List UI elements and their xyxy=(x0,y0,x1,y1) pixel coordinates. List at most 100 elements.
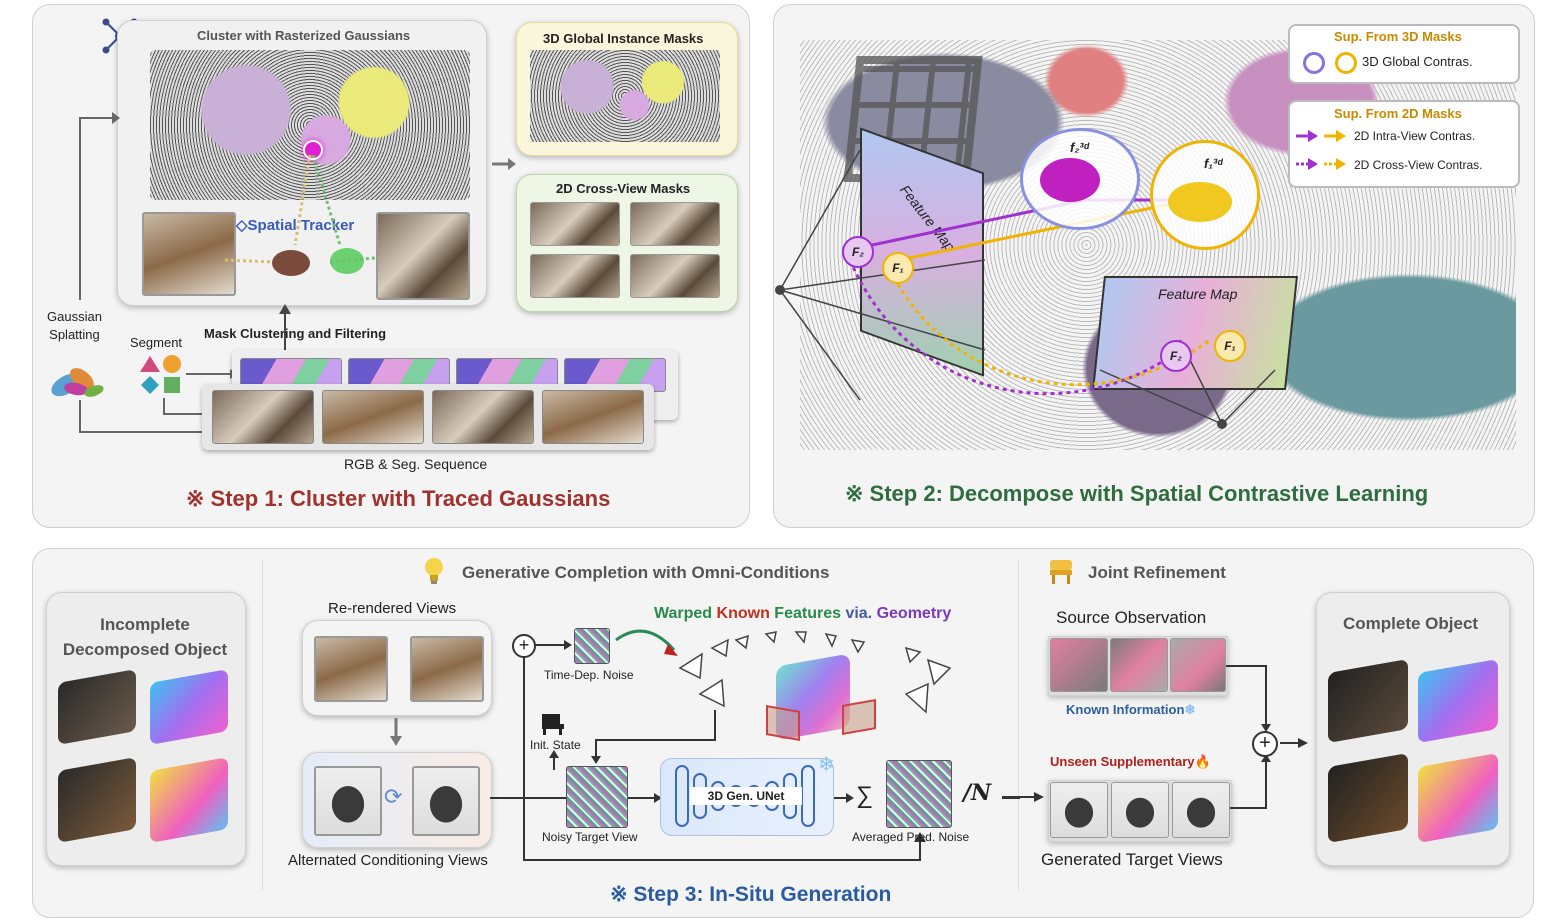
averaged-label: Averaged Pred. Noise xyxy=(852,830,970,844)
f2-3d-label: f₂³ᵈ xyxy=(1070,140,1090,155)
rgb-frame-2 xyxy=(322,390,424,444)
tracked-point xyxy=(303,140,323,160)
splatting-connector-lines xyxy=(79,112,206,433)
divider-left xyxy=(262,560,263,890)
cross-view-arrows-icon xyxy=(1296,158,1346,170)
joint-connectors xyxy=(1226,665,1308,809)
arrow-to-masks xyxy=(492,158,516,170)
cross-view-image-1 xyxy=(530,202,620,246)
alternated-label: Alternated Conditioning Views xyxy=(288,852,488,869)
complete-chair-normal-2 xyxy=(1418,752,1498,844)
warped-title: Warped Known Features via. Geometry xyxy=(654,605,951,623)
div-n: /N xyxy=(963,780,992,806)
F1-marker-right: F₁ xyxy=(1214,330,1246,362)
tracker-dotted-links xyxy=(225,154,376,264)
legend-3d-box xyxy=(1288,24,1520,84)
gaussian-splatting-label: Gaussian Splatting xyxy=(47,309,102,342)
incomplete-title: Incomplete Decomposed Object xyxy=(62,615,228,659)
divider-right xyxy=(1018,560,1019,890)
sum-symbol: ∑ xyxy=(856,782,874,809)
incomplete-chair-normal-2 xyxy=(150,757,228,843)
legend-3d-title: Sup. From 3D Masks xyxy=(1334,29,1462,44)
rgb-frame-3 xyxy=(432,390,534,444)
unet-label: 3D Gen. UNet xyxy=(690,787,802,805)
generated-view-2 xyxy=(1111,782,1169,838)
chair-icon xyxy=(1050,560,1072,584)
rasterized-gaussians-image xyxy=(150,50,470,200)
source-obs-label: Source Observation xyxy=(1056,608,1207,627)
known-info-text: Known Information xyxy=(1066,702,1185,717)
geometry-word: Geometry xyxy=(876,605,952,622)
time-dep-noise-image xyxy=(574,628,610,664)
generated-label: Generated Target Views xyxy=(1041,850,1223,869)
legend-3d-item: 3D Global Contras. xyxy=(1362,54,1473,69)
yellow-object xyxy=(1168,182,1232,222)
known-info-label: Known Information❄ xyxy=(1066,702,1195,718)
intra-view-arrows-icon xyxy=(1296,130,1346,142)
plus-circle-left: + xyxy=(512,634,536,658)
tracker-view-right xyxy=(376,212,470,300)
rerendered-view-1 xyxy=(314,636,388,702)
global-masks-title: 3D Global Instance Masks xyxy=(543,31,704,46)
step1-title: ※ Step 1: Cluster with Traced Gaussians xyxy=(186,486,611,511)
init-state-chair-icon xyxy=(542,714,564,735)
noisy-target-label: Noisy Target View xyxy=(542,830,638,844)
tracked-object-green xyxy=(330,248,364,274)
source-obs-view-1 xyxy=(1050,638,1108,692)
swap-icon: ⟳ xyxy=(384,784,403,809)
cross-view-title: 2D Cross-View Masks xyxy=(556,181,691,196)
source-obs-view-3 xyxy=(1170,638,1226,692)
curved-arrow-warp xyxy=(615,629,678,656)
rgb-frame-4 xyxy=(542,390,644,444)
arrow-up-clustering xyxy=(279,304,291,350)
snowflake-small-icon: ❄ xyxy=(1184,702,1196,717)
warped-word: Warped xyxy=(654,605,717,622)
complete-title: Complete Object xyxy=(1343,614,1479,633)
F2-marker-left: F₂ xyxy=(842,236,874,268)
snowflake-icon: ❄ xyxy=(818,754,835,776)
cross-view-image-2 xyxy=(630,202,720,246)
unseen-label: Unseen Supplementary🔥 xyxy=(1050,754,1211,770)
warped-frame-left xyxy=(766,705,800,741)
global-masks-image xyxy=(530,50,720,142)
generated-view-1 xyxy=(1050,782,1108,838)
init-state-label: Init. State xyxy=(530,738,581,752)
source-obs-view-2 xyxy=(1110,638,1168,692)
gaussian-splatting-icon xyxy=(51,368,104,397)
incomplete-chair-rgb-2 xyxy=(58,757,136,843)
segment-label: Segment xyxy=(130,335,183,350)
step2-title: ※ Step 2: Decompose with Spatial Contras… xyxy=(845,481,1429,506)
feature-map-right-label: Feature Map xyxy=(1158,286,1238,302)
yellow-ring-icon xyxy=(1335,52,1357,74)
joint-title: Joint Refinement xyxy=(1088,563,1226,582)
cross-view-image-4 xyxy=(630,254,720,298)
spatial-tracker-label: ◇Spatial Tracker xyxy=(236,217,355,234)
F2-marker-right: F₂ xyxy=(1160,340,1192,372)
legend-2d-item1: 2D Intra-View Contras. xyxy=(1354,129,1476,143)
omni-title: Generative Completion with Omni-Conditio… xyxy=(462,563,830,582)
via-word: via. xyxy=(845,605,877,622)
time-noise-label: Time-Dep. Noise xyxy=(544,668,634,682)
complete-chair-rgb-1 xyxy=(1328,658,1408,744)
purple-ring-icon xyxy=(1303,52,1325,74)
averaged-noise-image xyxy=(886,760,952,828)
legend-2d-box xyxy=(1288,100,1520,188)
rgb-frame-1 xyxy=(212,390,314,444)
camera-ring-illustration xyxy=(678,631,952,714)
flame-icon: 🔥 xyxy=(1194,754,1211,769)
arrow-to-generated xyxy=(1002,792,1044,802)
lightbulb-icon xyxy=(425,558,443,584)
sequence-label: RGB & Seg. Sequence xyxy=(344,456,488,472)
purple-object xyxy=(1040,158,1100,202)
plus-circle-right: + xyxy=(1252,731,1278,757)
rerendered-label: Re-rendered Views xyxy=(328,600,457,617)
complete-chair-normal-1 xyxy=(1418,658,1498,744)
conditioning-view-1 xyxy=(314,766,382,836)
segment-shapes-icon xyxy=(140,355,181,394)
warped-frame-right xyxy=(842,699,876,735)
rerendered-view-2 xyxy=(410,636,484,702)
complete-chair-rgb-2 xyxy=(1328,752,1408,844)
legend-2d-title: Sup. From 2D Masks xyxy=(1334,106,1462,121)
step3-title: ※ Step 3: In-Situ Generation xyxy=(610,883,892,906)
legend-2d-item2: 2D Cross-View Contras. xyxy=(1354,158,1483,172)
